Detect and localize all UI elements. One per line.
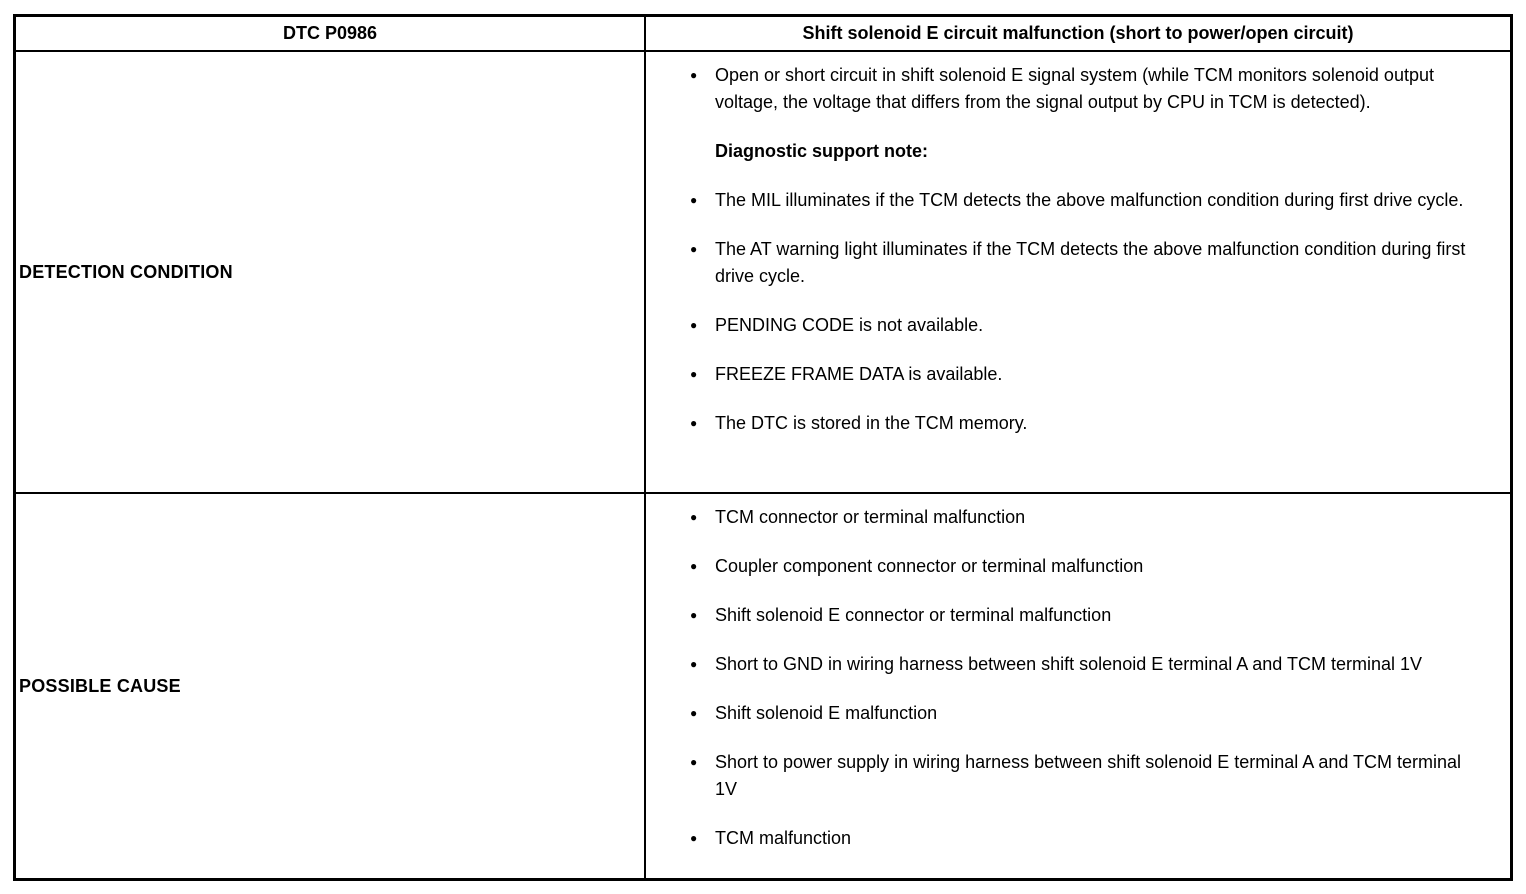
item-text: FREEZE FRAME DATA is available.	[715, 364, 1003, 384]
bullet-icon: ●	[690, 367, 698, 381]
bullet-icon: ●	[690, 242, 698, 256]
bullet-item: ● Shift solenoid E malfunction	[690, 700, 1480, 727]
item-text: Short to GND in wiring harness between s…	[715, 654, 1423, 674]
bullet-item: ● PENDING CODE is not available.	[690, 312, 1480, 339]
detection-condition-content: ● Open or short circuit in shift solenoid…	[646, 52, 1510, 494]
possible-cause-label: POSSIBLE CAUSE	[16, 494, 646, 878]
bullet-icon: ●	[690, 608, 698, 622]
bullet-item: ● Coupler component connector or terminal…	[690, 553, 1480, 580]
bullet-item: ● Short to power supply in wiring harness…	[690, 749, 1480, 803]
bullet-icon: ●	[690, 706, 698, 720]
item-text: Open or short circuit in shift solenoid …	[715, 65, 1434, 112]
bullet-icon: ●	[690, 193, 698, 207]
bullet-item: ● Shift solenoid E connector or terminal …	[690, 602, 1480, 629]
bullet-item: ● Open or short circuit in shift solenoid…	[690, 62, 1480, 116]
bullet-icon: ●	[690, 510, 698, 524]
item-text: Short to power supply in wiring harness …	[715, 752, 1462, 799]
item-text: Shift solenoid E connector or terminal m…	[715, 605, 1112, 625]
item-text: TCM malfunction	[715, 828, 852, 848]
bullet-icon: ●	[690, 559, 698, 573]
dtc-title-header: Shift solenoid E circuit malfunction (sh…	[646, 17, 1510, 52]
item-text: TCM connector or terminal malfunction	[715, 507, 1026, 527]
bullet-item: ● The DTC is stored in the TCM memory.	[690, 410, 1480, 437]
detection-condition-label: DETECTION CONDITION	[16, 52, 646, 494]
bullet-icon: ●	[690, 755, 698, 769]
bullet-item: ● The AT warning light illuminates if the…	[690, 236, 1480, 290]
possible-cause-content: ● TCM connector or terminal malfunction ● C…	[646, 494, 1510, 878]
bullet-item: ● TCM malfunction	[690, 825, 1480, 852]
item-text: The DTC is stored in the TCM memory.	[715, 413, 1028, 433]
bullet-icon: ●	[690, 831, 698, 845]
note-heading: Diagnostic support note:	[715, 138, 1480, 165]
item-text: Shift solenoid E malfunction	[715, 703, 938, 723]
item-text: PENDING CODE is not available.	[715, 315, 984, 335]
bullet-icon: ●	[690, 657, 698, 671]
bullet-item: ● TCM connector or terminal malfunction	[690, 504, 1480, 531]
bullet-icon: ●	[690, 318, 698, 332]
bullet-item: ● The MIL illuminates if the TCM detects …	[690, 187, 1480, 214]
bullet-icon: ●	[690, 416, 698, 430]
dtc-code-header: DTC P0986	[16, 17, 646, 52]
dtc-table: DTC P0986 Shift solenoid E circuit malfu…	[13, 14, 1513, 881]
item-text: Diagnostic support note:	[715, 141, 928, 161]
item-text: The MIL illuminates if the TCM detects t…	[715, 190, 1464, 210]
bullet-icon: ●	[690, 68, 698, 82]
item-text: The AT warning light illuminates if the …	[715, 239, 1466, 286]
bullet-item: ● Short to GND in wiring harness between …	[690, 651, 1480, 678]
item-text: Coupler component connector or terminal …	[715, 556, 1144, 576]
bullet-item: ● FREEZE FRAME DATA is available.	[690, 361, 1480, 388]
